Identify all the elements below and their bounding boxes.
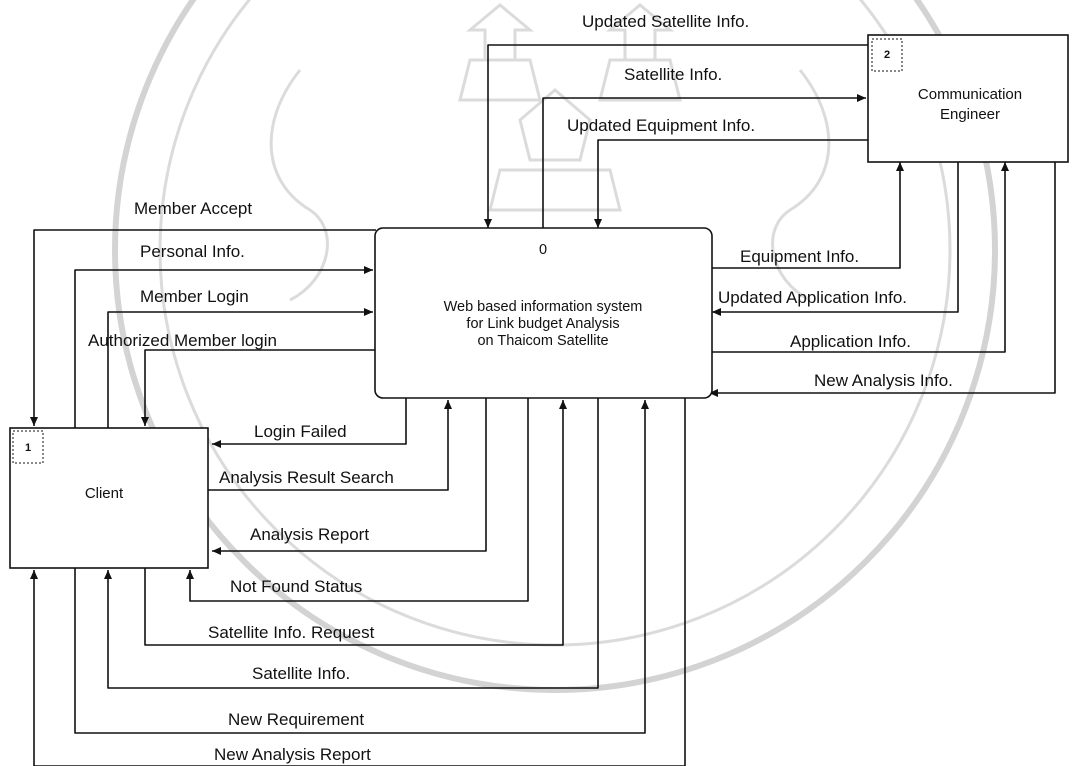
- label-new-analysis-info: New Analysis Info.: [814, 371, 953, 390]
- flow-not-found-status-line: [186, 397, 529, 602]
- client-id: 1: [25, 442, 31, 454]
- flow-labels: Updated Satellite Info. Satellite Info. …: [88, 12, 953, 764]
- engineer-name-line-2: Engineer: [940, 106, 1000, 123]
- flow-analysis-report-line: [212, 397, 487, 555]
- client-id-box: [12, 430, 44, 464]
- flow-satellite-info-client-line: [104, 397, 599, 689]
- flow-satellite-info-request-line: [144, 400, 567, 646]
- process-title-line-3: on Thaicom Satellite: [477, 333, 608, 349]
- flow-authorized-member-login-line: [141, 349, 376, 426]
- label-personal-info: Personal Info.: [140, 242, 245, 261]
- label-satellite-info-request: Satellite Info. Request: [208, 623, 375, 642]
- flow-new-analysis-report-line: [30, 397, 686, 766]
- flow-new-analysis-info-line: [709, 162, 1056, 397]
- process-id: 0: [539, 242, 547, 258]
- label-satellite-info-client: Satellite Info.: [252, 664, 350, 683]
- engineer-name-line-1: Communication: [918, 86, 1022, 103]
- engineer-id: 2: [884, 49, 890, 61]
- label-satellite-info-engineer: Satellite Info.: [624, 65, 722, 84]
- entity-communication-engineer: 2 Communication Engineer: [867, 34, 1069, 163]
- label-member-login: Member Login: [140, 287, 249, 306]
- label-analysis-report: Analysis Report: [250, 525, 369, 544]
- entity-client: 1 Client: [9, 427, 209, 569]
- flow-new-requirement-line: [74, 400, 649, 734]
- flow-login-failed-line: [212, 397, 407, 448]
- label-not-found-status: Not Found Status: [230, 577, 362, 596]
- flow-member-login-line: [107, 308, 373, 428]
- flow-satellite-info-engineer-line: [542, 94, 866, 228]
- flow-analysis-result-search-line: [207, 400, 452, 491]
- flow-updated-equipment-info-line: [594, 139, 868, 228]
- label-login-failed: Login Failed: [254, 422, 347, 441]
- flow-updated-application-info-line: [712, 162, 959, 316]
- flow-personal-info-line: [74, 266, 373, 428]
- flow-application-info-line: [712, 162, 1009, 353]
- flow-updated-satellite-info-line: [484, 44, 868, 228]
- label-equipment-info: Equipment Info.: [740, 247, 859, 266]
- label-authorized-member-login: Authorized Member login: [88, 331, 277, 350]
- process-box: [374, 227, 713, 399]
- process-0: 0 Web based information system for Link …: [374, 227, 713, 399]
- flow-member-accept-line: [30, 229, 376, 426]
- label-updated-equipment-info: Updated Equipment Info.: [567, 116, 755, 135]
- label-analysis-result-search: Analysis Result Search: [219, 468, 394, 487]
- label-updated-application-info: Updated Application Info.: [718, 288, 907, 307]
- engineer-id-box: [871, 38, 903, 72]
- label-updated-satellite-info: Updated Satellite Info.: [582, 12, 749, 31]
- label-new-requirement: New Requirement: [228, 710, 364, 729]
- label-new-analysis-report: New Analysis Report: [214, 745, 371, 764]
- process-title-line-2: for Link budget Analysis: [466, 316, 619, 332]
- client-name: Client: [85, 485, 124, 502]
- label-application-info: Application Info.: [790, 332, 911, 351]
- label-member-accept: Member Accept: [134, 199, 252, 218]
- flow-lines: [30, 44, 1056, 766]
- flow-equipment-info-line: [712, 162, 904, 269]
- process-title-line-1: Web based information system: [444, 299, 643, 315]
